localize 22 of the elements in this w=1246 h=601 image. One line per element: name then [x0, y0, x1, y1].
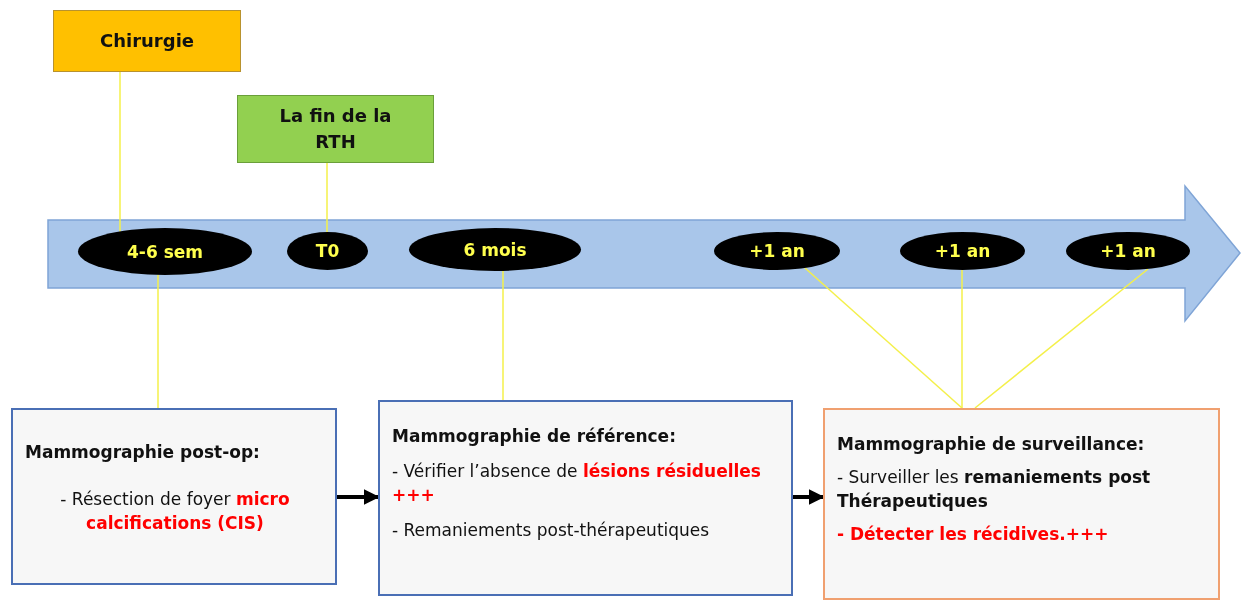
exam-box [11, 408, 337, 585]
box-text: - Vérifier l’absence de lésions résiduelles +++ [392, 459, 762, 508]
box-heading: Mammographie de référence: [392, 425, 677, 448]
arrow [793, 489, 825, 505]
box-heading: Mammographie de surveillance: [837, 433, 1146, 456]
connector-line [502, 270, 504, 401]
exam-box [378, 400, 793, 596]
connector-line [326, 162, 328, 233]
connector-line [974, 268, 1149, 409]
box-heading: Mammographie post-op: [25, 441, 261, 464]
connector-line [119, 71, 121, 233]
box-text: - Résection de foyer micro calcifications (CIS) [59, 487, 291, 536]
event-box: La fin de la RTH [237, 95, 434, 163]
box-text: - Surveiller les remaniements post Thérapeutiques [837, 465, 1152, 514]
connector-line [961, 269, 963, 409]
exam-box [823, 408, 1220, 600]
box-text: - Remaniements post-thérapeutiques [392, 518, 711, 542]
connector-line [157, 274, 159, 409]
event-box: Chirurgie [53, 10, 241, 72]
box-text: - Détecter les récidives.+++ [837, 522, 1110, 546]
arrow [337, 489, 380, 505]
connector-line [804, 267, 963, 409]
